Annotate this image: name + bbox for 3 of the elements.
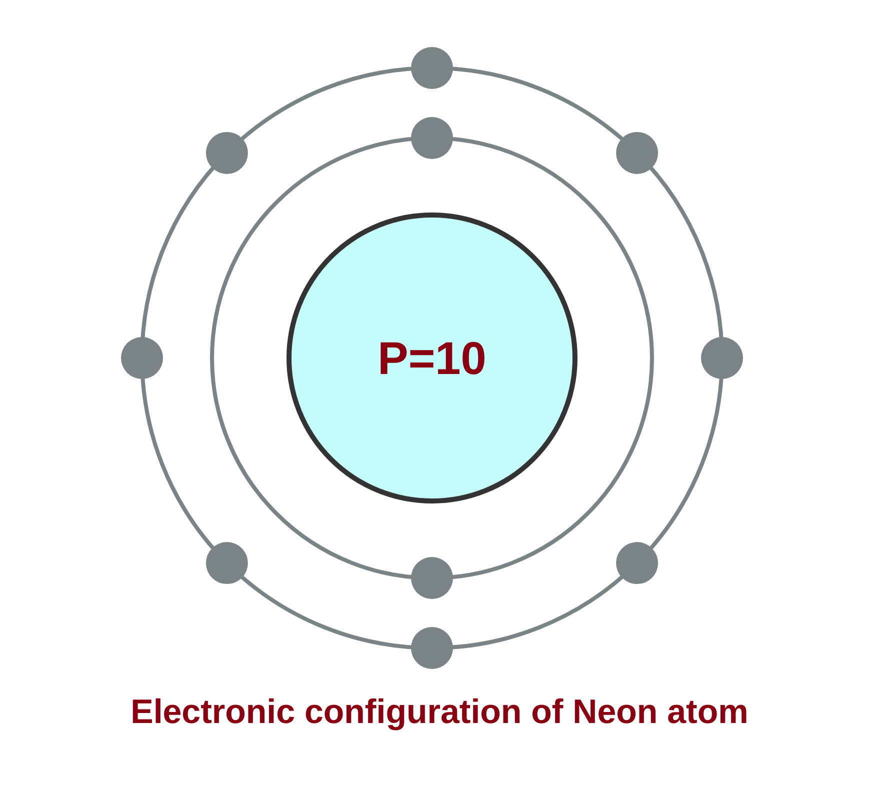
nucleus-circle: [286, 212, 578, 504]
proton-count: P=10: [378, 331, 486, 385]
caption: Electronic configuration of Neon atom: [130, 693, 750, 732]
